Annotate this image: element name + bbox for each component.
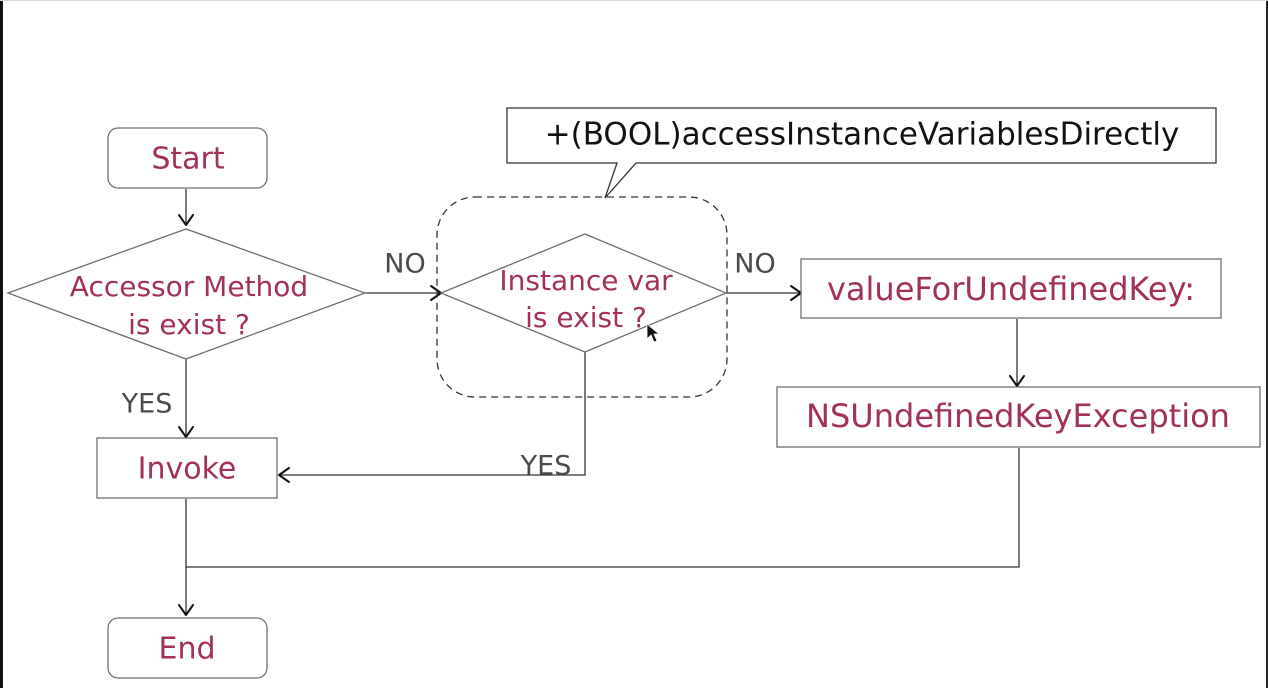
connectors xyxy=(178,189,1025,616)
instance-var-label-line-2: is exist ? xyxy=(525,301,647,334)
edge-labels: NO NO YES YES xyxy=(121,249,776,482)
instance-yes-label: YES xyxy=(520,451,572,482)
accessor-method-decision: Accessor Method is exist ? xyxy=(6,228,367,360)
instance-no-label: NO xyxy=(734,249,775,280)
right-window-edge xyxy=(1266,1,1268,688)
mouse-pointer-icon xyxy=(646,323,661,343)
end-label: End xyxy=(158,632,215,667)
dashed-instance-variable-region xyxy=(436,196,728,398)
undefined-key-to-exception-arrowhead xyxy=(1009,375,1025,387)
accessor-method-label-line-2: is exist ? xyxy=(128,308,250,341)
end-node: End xyxy=(107,617,268,679)
invoke-node: Invoke xyxy=(96,437,278,499)
accessor-yes-label: YES xyxy=(121,389,173,420)
invoke-label: Invoke xyxy=(138,452,237,487)
start-label: Start xyxy=(151,142,225,177)
left-window-edge xyxy=(0,1,3,688)
value-for-undefined-key-label: valueForUndefinedKey: xyxy=(827,270,1195,308)
accessor-no-label: NO xyxy=(384,249,425,280)
callout: +(BOOL)accessInstanceVariablesDirectly xyxy=(506,107,1217,199)
callout-text: +(BOOL)accessInstanceVariablesDirectly xyxy=(545,117,1180,153)
exception-to-end-line xyxy=(186,448,1020,568)
accessor-method-label-line-1: Accessor Method xyxy=(70,270,308,303)
instance-yes-arrowhead xyxy=(278,467,290,483)
accessor-yes-arrowhead xyxy=(178,426,194,438)
to-end-arrowhead xyxy=(178,604,194,616)
start-node: Start xyxy=(107,127,268,189)
instance-yes-line xyxy=(279,352,586,476)
value-for-undefined-key-node: valueForUndefinedKey: xyxy=(800,258,1222,319)
start-to-accessor-arrowhead xyxy=(178,214,194,226)
instance-variable-decision: Instance var is exist ? xyxy=(439,233,728,353)
ns-undefined-key-exception-label: NSUndefinedKeyException xyxy=(806,397,1230,435)
ns-undefined-key-exception-node: NSUndefinedKeyException xyxy=(776,386,1261,448)
instance-var-label-line-1: Instance var xyxy=(499,264,673,297)
